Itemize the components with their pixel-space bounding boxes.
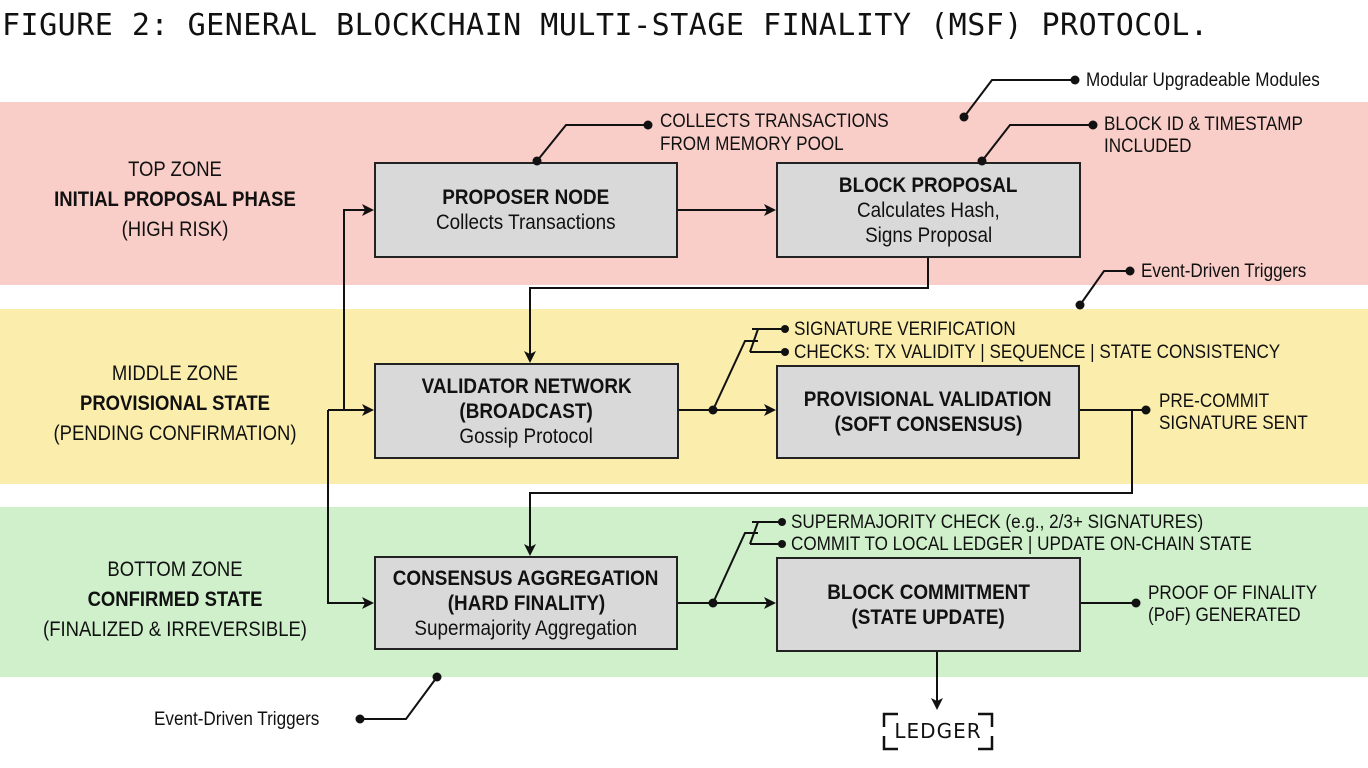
aggregation-title-2: (HARD FINALITY) — [447, 591, 605, 615]
top-zone-phase: INITIAL PROPOSAL PHASE — [54, 188, 296, 211]
middle-zone-phase: PROVISIONAL STATE — [80, 392, 270, 415]
provisional-validation-node: PROVISIONAL VALIDATION (SOFT CONSENSUS) — [776, 365, 1080, 459]
annotation-modular-modules: Modular Upgradeable Modules — [1086, 70, 1320, 91]
proposer-node-title: PROPOSER NODE — [442, 186, 610, 209]
consensus-aggregation-node: CONSENSUS AGGREGATION (HARD FINALITY) Su… — [374, 556, 678, 650]
annotation-pof-2: (PoF) GENERATED — [1148, 605, 1301, 626]
proposer-node: PROPOSER NODE Collects Transactions — [374, 162, 678, 258]
callout-dot-event-bottom-end — [355, 714, 365, 724]
bottom-zone-note: (FINALIZED & IRREVERSIBLE) — [43, 618, 307, 641]
annotation-event-triggers-bottom: Event-Driven Triggers — [154, 709, 320, 730]
aggregation-subtitle: Supermajority Aggregation — [414, 616, 638, 640]
block-proposal-node: BLOCK PROPOSAL Calculates Hash, Signs Pr… — [776, 162, 1081, 258]
provisional-title-2: (SOFT CONSENSUS) — [834, 413, 1022, 436]
annotation-event-triggers-top: Event-Driven Triggers — [1141, 261, 1307, 282]
validator-title-2: (BROADCAST) — [459, 399, 594, 423]
validator-network-node: VALIDATOR NETWORK (BROADCAST) Gossip Pro… — [374, 363, 679, 459]
middle-zone-name: MIDDLE ZONE — [111, 362, 239, 385]
annotation-block-id-2: INCLUDED — [1104, 136, 1192, 157]
bottom-zone-label: BOTTOM ZONE CONFIRMED STATE (FINALIZED &… — [21, 555, 329, 645]
callout-event-bottom — [360, 676, 438, 720]
top-zone-label: TOP ZONE INITIAL PROPOSAL PHASE (HIGH RI… — [21, 155, 329, 245]
annotation-checks: CHECKS: TX VALIDITY | SEQUENCE | STATE C… — [794, 342, 1281, 363]
block-proposal-sub-2: Signs Proposal — [864, 223, 993, 247]
commitment-title-2: (STATE UPDATE) — [851, 605, 1006, 629]
top-zone — [0, 102, 1368, 285]
block-commitment-node: BLOCK COMMITMENT (STATE UPDATE) — [776, 557, 1081, 652]
annotation-precommit-2: SIGNATURE SENT — [1159, 413, 1308, 434]
validator-subtitle: Gossip Protocol — [459, 424, 594, 448]
block-proposal-sub-1: Calculates Hash, — [857, 198, 1000, 222]
annotation-collects-2: FROM MEMORY POOL — [660, 134, 844, 155]
bottom-zone-phase: CONFIRMED STATE — [87, 588, 263, 611]
validator-title-1: VALIDATOR NETWORK — [421, 374, 632, 398]
annotation-precommit-1: PRE-COMMIT — [1159, 391, 1270, 412]
proposer-node-subtitle: Collects Transactions — [436, 211, 616, 234]
figure-title: FIGURE 2: GENERAL BLOCKCHAIN MULTI-STAGE… — [2, 8, 1209, 43]
middle-zone-note: (PENDING CONFIRMATION) — [53, 422, 297, 445]
commitment-title-1: BLOCK COMMITMENT — [827, 580, 1030, 604]
callout-dot-modular-end — [1070, 75, 1080, 85]
annotation-commit-local-ledger: COMMIT TO LOCAL LEDGER | UPDATE ON-CHAIN… — [791, 534, 1252, 555]
bottom-zone-name: BOTTOM ZONE — [107, 558, 243, 581]
middle-zone-label: MIDDLE ZONE PROVISIONAL STATE (PENDING C… — [21, 359, 329, 449]
annotation-supermajority-check: SUPERMAJORITY CHECK (e.g., 2/3+ SIGNATUR… — [791, 512, 1204, 533]
annotation-collects-1: COLLECTS TRANSACTIONS — [660, 111, 889, 132]
top-zone-name: TOP ZONE — [128, 158, 222, 181]
provisional-title-1: PROVISIONAL VALIDATION — [804, 388, 1052, 411]
block-proposal-title: BLOCK PROPOSAL — [839, 173, 1018, 197]
annotation-signature-verification: SIGNATURE VERIFICATION — [794, 319, 1016, 340]
annotation-pof-1: PROOF OF FINALITY — [1148, 583, 1318, 604]
top-zone-note: (HIGH RISK) — [121, 218, 229, 241]
ledger-label: LEDGER — [894, 719, 982, 743]
annotation-block-id-1: BLOCK ID & TIMESTAMP — [1104, 114, 1303, 135]
aggregation-title-1: CONSENSUS AGGREGATION — [393, 566, 659, 590]
